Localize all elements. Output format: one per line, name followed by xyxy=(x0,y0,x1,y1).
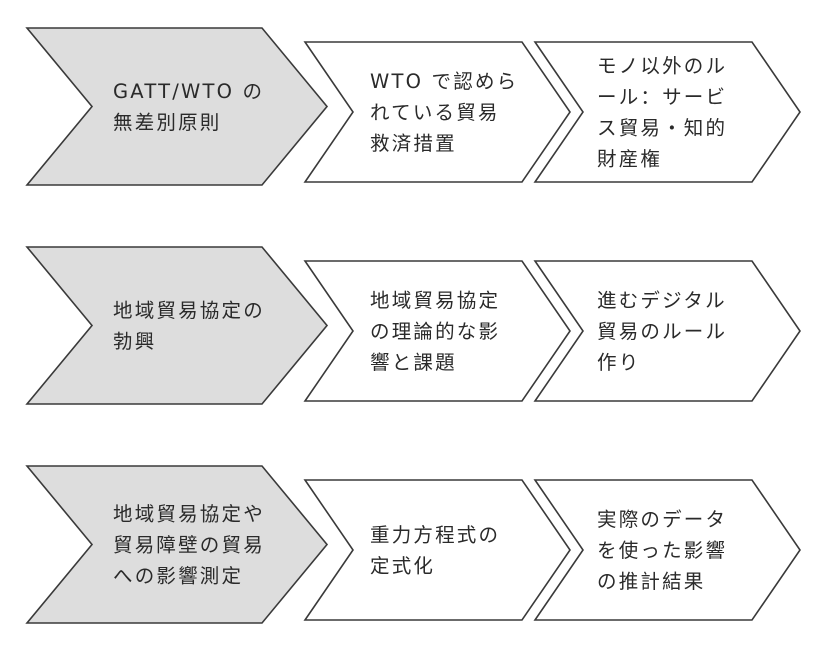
flow-row-3: 地域貿易協定や貿易障壁の貿易への影響測定重力方程式の定式化実際のデータを使った影… xyxy=(25,465,801,624)
chevron-shape xyxy=(533,41,801,183)
chevron-label-line: 実際のデータ xyxy=(597,508,727,531)
chevron-label-line: 救済措置 xyxy=(370,132,457,155)
chevron-label-line: 地域貿易協定 xyxy=(370,289,500,312)
chevron-label-line: 勃興 xyxy=(113,330,156,353)
chevron-label-line: の理論的な影 xyxy=(370,320,500,343)
chevron-label-line: モノ以外のル xyxy=(597,55,727,78)
chevron-label-line: 定式化 xyxy=(370,555,435,578)
chevron-label-line: の推計結果 xyxy=(597,570,706,593)
chevron-label-line: GATT/WTO の xyxy=(113,80,264,103)
chevron-shape xyxy=(25,27,329,186)
chevron-label-line: 無差別原則 xyxy=(113,111,222,134)
chevron-label-line: 貿易のルール xyxy=(597,320,727,343)
chevron-label-line: ス貿易・知的 xyxy=(597,117,727,140)
chevron-shape xyxy=(303,260,571,402)
chevron-label-line: 貿易障壁の貿易 xyxy=(113,534,265,557)
chevron-label-line: 財産権 xyxy=(597,148,662,171)
chevron-label-line: を使った影響 xyxy=(597,539,727,562)
chevron-shape xyxy=(533,260,801,402)
chevron-label-line: 響と課題 xyxy=(370,351,457,374)
chevron-shape xyxy=(303,479,571,621)
chevron-shape xyxy=(303,41,571,183)
chevron-label-line: 地域貿易協定の xyxy=(113,299,265,322)
chevron-label-line: 重力方程式の xyxy=(370,524,500,547)
chevron-label-line: WTO で認めら xyxy=(370,70,518,93)
chevron-label-line: への影響測定 xyxy=(113,565,243,588)
chevron-label-line: 作り xyxy=(597,351,640,374)
chevron-label-line: れている貿易 xyxy=(370,101,500,124)
chevron-shape xyxy=(533,479,801,621)
chevron-shape xyxy=(25,246,329,405)
chevron-label-line: ール：サービ xyxy=(597,86,727,109)
chevron-shape xyxy=(25,465,329,624)
chevron-label-line: 進むデジタル xyxy=(597,289,727,312)
chevron-label-line: 地域貿易協定や xyxy=(113,503,265,526)
